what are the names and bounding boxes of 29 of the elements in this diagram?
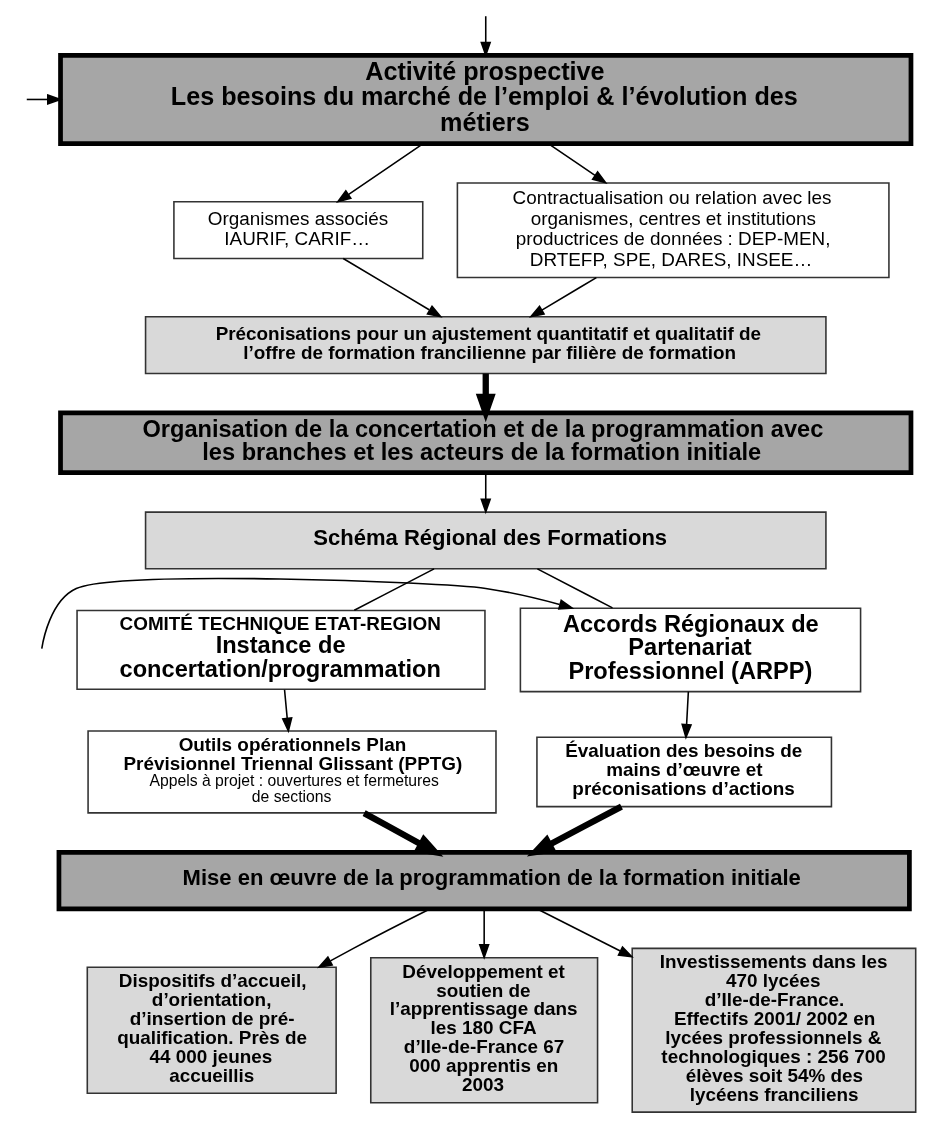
node-box: COMITÉ TECHNIQUE ETAT-REGION Instance de concertation/programmation: [75, 609, 486, 691]
node-box: Outils opérationnels Plan Prévisionnel Triennal Glissant (PPTG) Appels à projet : ouvertures et fermetures de sections: [86, 730, 497, 814]
arrow: [335, 143, 424, 203]
node-box: Organisation de la concertation et de la programmation avec les branches et les acteurs de la formation initiale: [57, 410, 913, 476]
arrow: [316, 908, 431, 969]
node-box: Investissements dans les 470 lycées d’Ile-de-France. Effectifs 2001/ 2002 en lycées professionnels & technologiques : 256 700 élèves soit 54% des lycéens franciliens: [630, 947, 916, 1113]
node-box: Contractualisation ou relation avec les organismes, centres et institutions productrices de données : DEP-MEN, DRTEFP, SPE, DARES, INSEE…: [456, 182, 890, 279]
arrow: [40, 577, 574, 650]
arrow: [536, 908, 634, 958]
node-box: Activité prospective Les besoins du marché de l’emploi & l’évolution des métiers: [57, 53, 913, 146]
node-box: Schéma Régional des Formations: [144, 511, 827, 570]
arrow: [478, 908, 490, 960]
connector: [536, 568, 613, 609]
arrow: [341, 257, 443, 318]
node-box: Développement et soutien de l’apprentissage dans les 180 CFA d’Ile-de-France 67 000 apprentis en 2003: [369, 957, 598, 1104]
node-box: Évaluation des besoins de mains d’œuvre et préconisations d’actions: [535, 736, 832, 808]
arrow: [528, 276, 597, 318]
arrow: [680, 690, 692, 740]
arrow: [547, 143, 608, 184]
arrow: [475, 373, 496, 423]
node-box: Dispositifs d’accueil, d’orientation, d’insertion de pré- qualification. Près de 44 000 jeunes accueillis: [86, 966, 337, 1095]
arrow: [281, 688, 293, 734]
arrow: [362, 810, 443, 857]
arrow: [526, 803, 623, 857]
node-box: Organismes associés IAURIF, CARIF…: [172, 201, 424, 260]
node-box: Préconisations pour un ajustement quantitatif et qualitatif de l’offre de formation francilienne par filière de formation: [144, 316, 827, 375]
node-box: Accords Régionaux de Partenariat Professionnel (ARPP): [519, 607, 861, 693]
node-box: Mise en œuvre de la programmation de la formation initiale: [56, 849, 912, 912]
connector: [353, 568, 435, 612]
